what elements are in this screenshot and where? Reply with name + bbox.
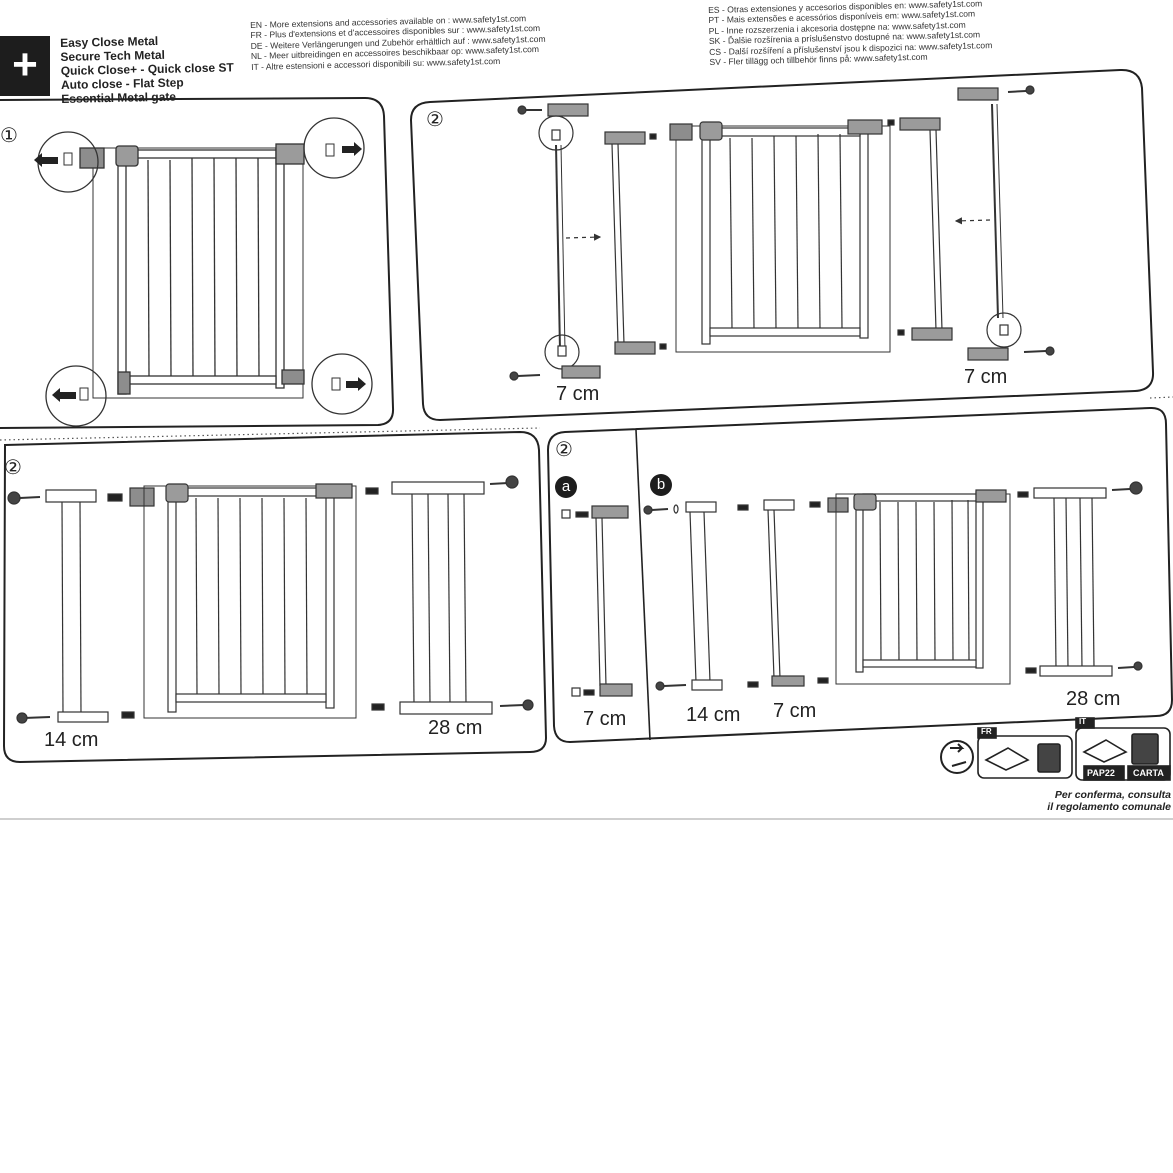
step1-gate (79, 143, 305, 399)
measure-7cm-left: 7 cm (556, 383, 600, 405)
step2-bottom-left-diagram (7, 475, 534, 724)
step1-number: ① (0, 125, 18, 147)
measure-option-b-28cm: 28 cm (1066, 688, 1121, 710)
recycling-note-line-1: Per conferma, consulta (1054, 789, 1171, 801)
accessories-plus-icon: + (0, 36, 50, 96)
step2-bottom-right-number: ② (555, 439, 573, 461)
pap-code: PAP22 (1087, 768, 1115, 778)
step2-top-diagram (509, 85, 1055, 381)
option-b-badge: b (650, 474, 672, 496)
recycling-note-line-2: il regolamento comunale (1047, 801, 1171, 813)
measure-7cm-right: 7 cm (964, 366, 1008, 388)
panel-step2-bottom-right-border (546, 406, 1173, 744)
gate-assembly-diagrams (0, 68, 1173, 781)
measure-option-b-7cm: 7 cm (773, 700, 817, 722)
step2-bottom-left-number: ② (4, 457, 22, 479)
measure-option-a-7cm: 7 cm (583, 708, 627, 730)
scan-edge (0, 818, 1173, 820)
fr-recycling-label-icon (977, 727, 1073, 779)
panel-step1-border (0, 96, 395, 429)
triman-icon (940, 740, 974, 774)
measure-option-b-14cm: 14 cm (686, 704, 741, 726)
step2-top-number: ② (426, 109, 444, 131)
panel-step2-bottom-left-border (2, 430, 548, 764)
option-a-badge: a (555, 476, 577, 498)
option-divider (635, 429, 651, 741)
step1-corner-circles (37, 117, 373, 427)
measure-28cm: 28 cm (428, 717, 483, 739)
step2-option-a-diagram (561, 505, 633, 697)
dotted-separator-left (0, 427, 541, 441)
panel-step2-top-border (409, 68, 1155, 422)
measure-14cm: 14 cm (44, 729, 99, 751)
step2-option-b-diagram (643, 481, 1143, 691)
it-recycling-label-icon (1075, 717, 1171, 781)
step1-removal-arrows (34, 142, 366, 402)
dotted-separator-right (1149, 396, 1173, 399)
recycling-note: Per conferma, consulta il regolamento co… (1047, 789, 1171, 813)
fr-tag: FR (981, 727, 992, 736)
material-label: CARTA (1133, 768, 1164, 778)
it-tag: IT (1079, 717, 1087, 726)
